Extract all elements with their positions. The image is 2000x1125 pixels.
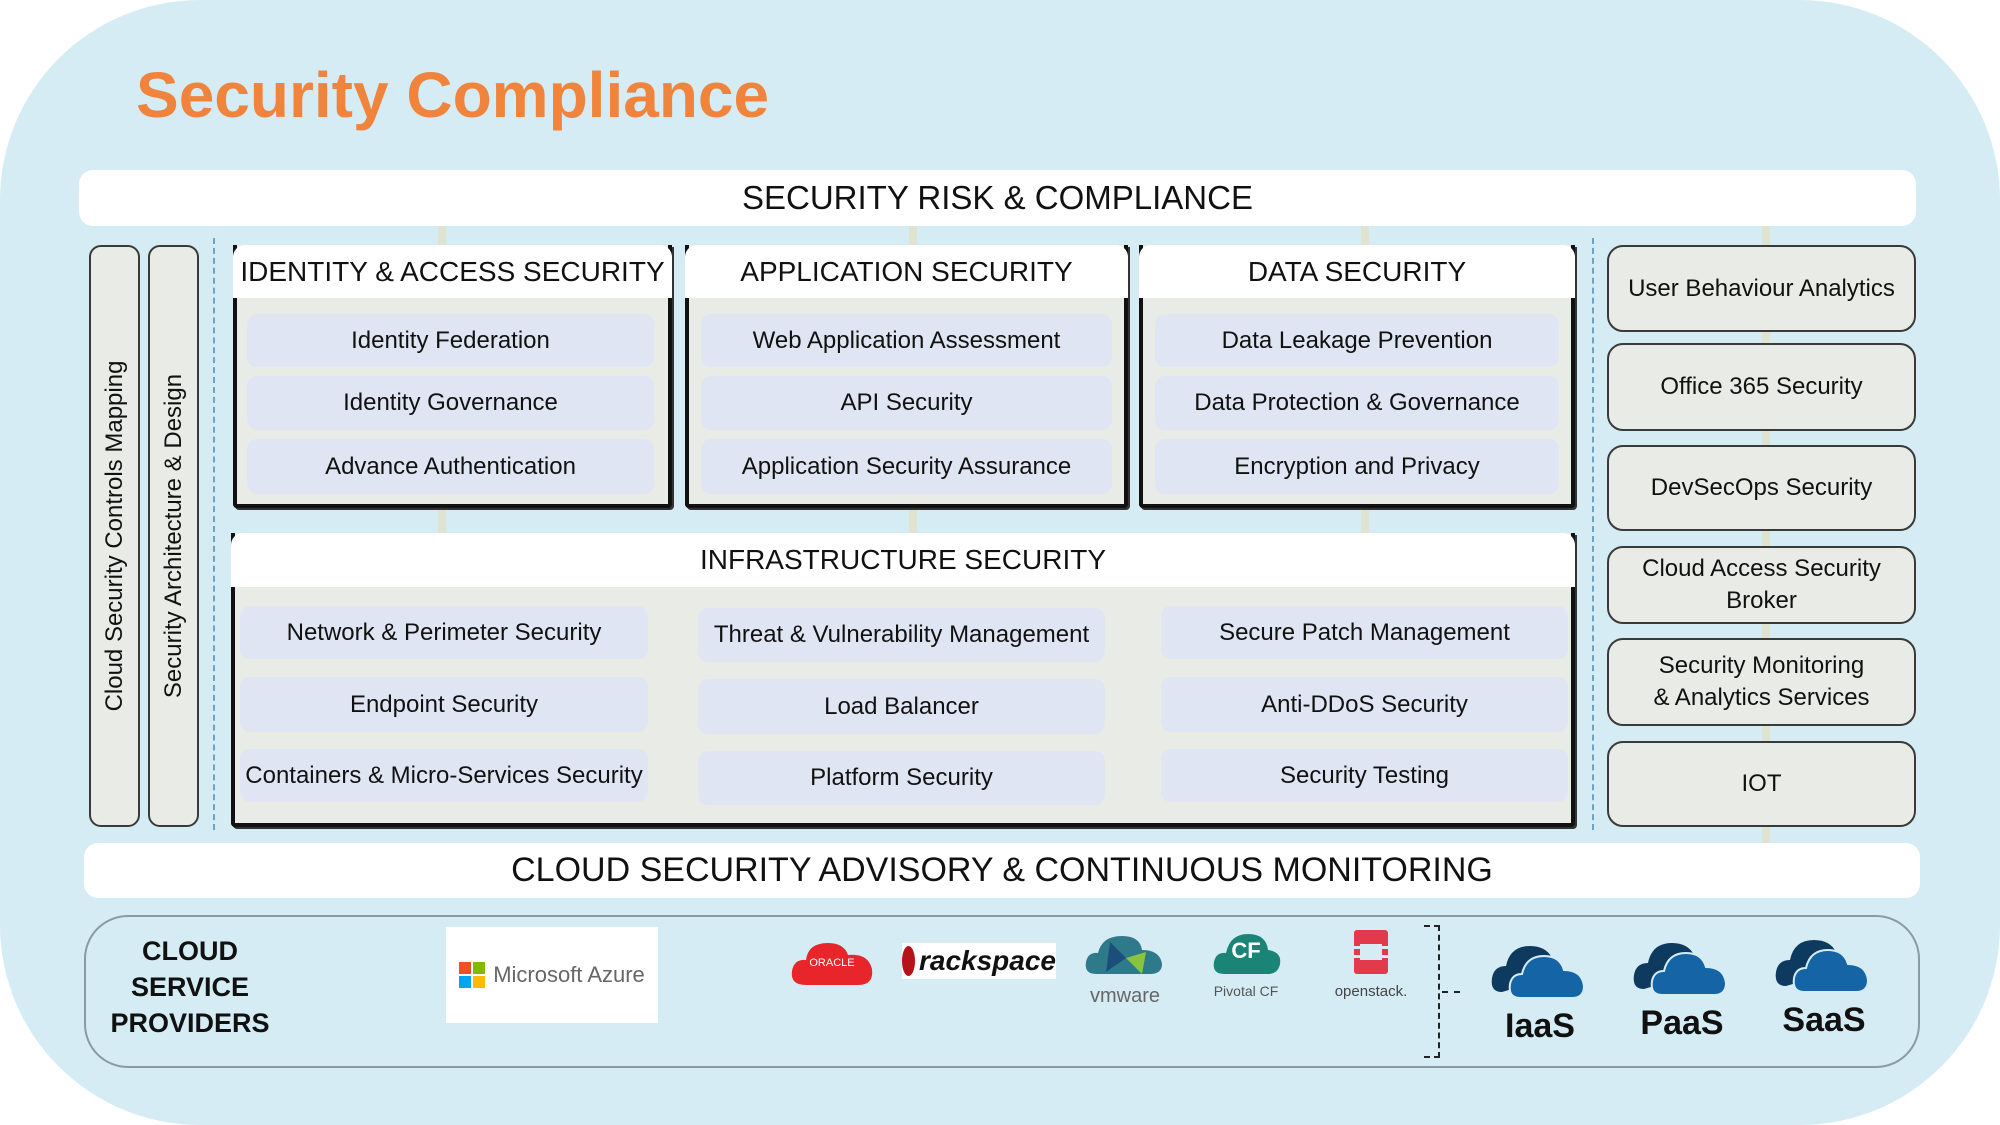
pivotal-cf-text: Pivotal CF — [1213, 983, 1279, 999]
divider-right — [1592, 238, 1594, 830]
infra-item: Security Testing — [1161, 749, 1568, 802]
paas-model: PaaS — [1632, 937, 1732, 1042]
security-risk-compliance-bar: SECURITY RISK & COMPLIANCE — [79, 170, 1916, 226]
rackspace-text: rackspace — [918, 945, 1056, 976]
infra-item: Containers & Micro-Services Security — [240, 749, 648, 802]
panel-item: Identity Federation — [247, 314, 654, 367]
iaas-model: IaaS — [1490, 940, 1590, 1045]
panel-header: INFRASTRUCTURE SECURITY — [231, 533, 1575, 587]
cloud-security-controls-mapping-bar: Cloud Security Controls Mapping — [89, 245, 140, 827]
infra-item: Platform Security — [698, 751, 1105, 805]
rackspace-logo: rackspace — [902, 943, 1056, 979]
pivotal-cf-cloud-icon — [1213, 934, 1281, 974]
right-item-iot: IOT — [1607, 741, 1916, 827]
panel-item: Data Protection & Governance — [1155, 376, 1559, 430]
infra-item: Anti-DDoS Security — [1161, 677, 1568, 732]
pivotal-cf-logo: CF Pivotal CF — [1206, 928, 1286, 1004]
saas-model: SaaS — [1774, 934, 1874, 1039]
iaas-label: IaaS — [1505, 1007, 1575, 1045]
infrastructure-security-panel: INFRASTRUCTURE SECURITY Network & Perime… — [231, 533, 1575, 827]
cloud-service-providers-box — [84, 915, 1920, 1068]
openstack-logo: openstack. — [1326, 928, 1416, 1004]
vmware-logo: vmware — [1080, 928, 1170, 1007]
page-title: Security Compliance — [136, 59, 770, 131]
oracle-logo: ORACLE — [788, 933, 876, 993]
panel-item: Web Application Assessment — [701, 314, 1112, 367]
vmware-text: vmware — [1089, 985, 1160, 1007]
security-architecture-design-bar: Security Architecture & Design — [148, 245, 199, 827]
vertical-label: Cloud Security Controls Mapping — [100, 360, 128, 712]
vertical-label: Security Architecture & Design — [159, 373, 187, 699]
infra-item: Threat & Vulnerability Management — [698, 608, 1105, 662]
panel-item: API Security — [701, 376, 1112, 430]
oracle-text: ORACLE — [809, 957, 855, 969]
cloud-icon — [1491, 946, 1586, 999]
connector — [1361, 226, 1369, 245]
panel-item: Data Leakage Prevention — [1155, 314, 1559, 367]
application-security-panel: APPLICATION SECURITY Web Application Ass… — [685, 245, 1128, 508]
right-item-casb: Cloud Access Security Broker — [1607, 546, 1916, 624]
panel-item: Encryption and Privacy — [1155, 439, 1559, 494]
panel-item: Application Security Assurance — [701, 439, 1112, 494]
providers-label: CLOUD SERVICE PROVIDERS — [110, 933, 270, 1041]
providers-bracket — [1424, 925, 1440, 1058]
openstack-icon — [1354, 930, 1388, 974]
right-item-user-behaviour-analytics: User Behaviour Analytics — [1607, 245, 1916, 332]
advisory-monitoring-bar: CLOUD SECURITY ADVISORY & CONTINUOUS MON… — [84, 843, 1920, 898]
right-stack-connector — [1762, 226, 1770, 843]
right-item-security-monitoring: Security Monitoring & Analytics Services — [1607, 638, 1916, 726]
providers-label-line: CLOUD — [142, 936, 238, 966]
identity-access-panel: IDENTITY & ACCESS SECURITY Identity Fede… — [233, 245, 672, 508]
infra-item: Network & Perimeter Security — [240, 606, 648, 659]
right-item-office-365-security: Office 365 Security — [1607, 343, 1916, 431]
cf-badge-text: CF — [1231, 938, 1261, 963]
rackspace-icon — [902, 946, 915, 976]
saas-label: SaaS — [1782, 1001, 1866, 1039]
providers-label-line: PROVIDERS — [110, 1008, 270, 1038]
vmware-cloud-icon — [1085, 936, 1162, 974]
panel-header: DATA SECURITY — [1139, 245, 1575, 298]
connector — [909, 226, 917, 245]
infra-item: Load Balancer — [698, 679, 1105, 734]
connector — [438, 508, 446, 533]
openstack-text: openstack. — [1334, 983, 1408, 1000]
connector — [1361, 508, 1369, 533]
bracket-connector — [1442, 991, 1460, 993]
panel-header: IDENTITY & ACCESS SECURITY — [233, 245, 672, 298]
connector — [909, 508, 917, 533]
panel-header: APPLICATION SECURITY — [685, 245, 1128, 298]
panel-item: Identity Governance — [247, 376, 654, 430]
paas-label: PaaS — [1640, 1004, 1724, 1042]
providers-label-line: SERVICE — [130, 972, 250, 1002]
divider-left — [213, 238, 215, 830]
infra-item: Endpoint Security — [240, 677, 648, 732]
connector — [438, 226, 446, 245]
cloud-icon — [1775, 940, 1870, 993]
panel-item: Advance Authentication — [247, 439, 654, 494]
azure-text: Microsoft Azure — [493, 962, 645, 987]
oracle-cloud-icon — [791, 943, 873, 985]
cloud-icon — [1633, 943, 1728, 996]
right-item-devsecops-security: DevSecOps Security — [1607, 445, 1916, 531]
microsoft-azure-logo: Microsoft Azure — [446, 927, 658, 1023]
microsoft-logo-icon — [459, 962, 486, 988]
data-security-panel: DATA SECURITY Data Leakage Prevention Da… — [1139, 245, 1575, 508]
infra-item: Secure Patch Management — [1161, 606, 1568, 659]
